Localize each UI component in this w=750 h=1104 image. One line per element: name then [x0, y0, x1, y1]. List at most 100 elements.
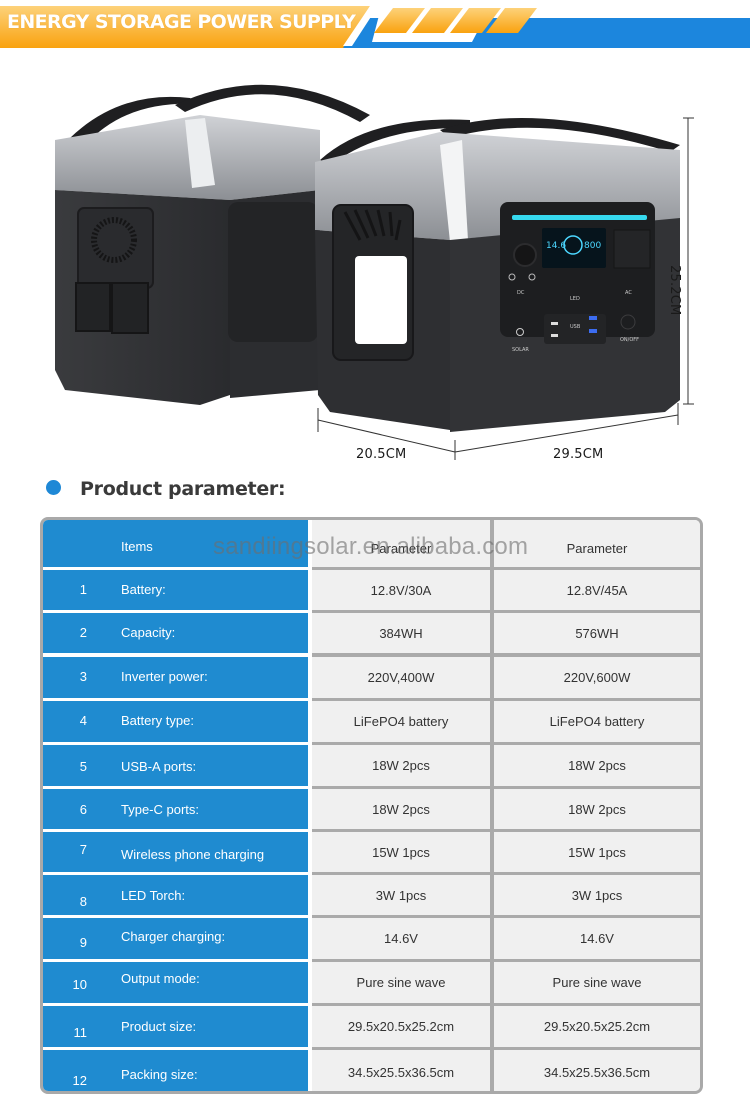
- item-label: Packing size:: [121, 1067, 198, 1082]
- dimension-height-label: 25.2CM: [667, 265, 682, 316]
- param2-value: 29.5x20.5x25.2cm: [543, 1019, 651, 1034]
- row-divider: [312, 698, 700, 701]
- header-param2-cell: Parameter: [494, 520, 700, 567]
- param1-value: 18W 2pcs: [372, 801, 430, 817]
- param1-value: 15W 1pcs: [372, 844, 430, 860]
- cell-gap: [308, 570, 312, 610]
- dimension-width-label: 20.5CM: [356, 447, 407, 462]
- cell-gap: [308, 657, 312, 698]
- param1-value: 220V,400W: [367, 670, 435, 685]
- param1-cell: 18W 2pcs: [312, 789, 490, 829]
- item-label: Charger charging:: [121, 929, 226, 944]
- row-divider: [312, 872, 700, 875]
- cell-gap: [308, 520, 312, 567]
- column-divider: [490, 613, 494, 653]
- param2-cell: Pure sine wave: [494, 962, 700, 1003]
- item-label: Battery:: [121, 582, 166, 597]
- row-divider: [43, 959, 308, 962]
- item-label: LED Torch:: [121, 888, 186, 903]
- column-divider: [490, 875, 494, 915]
- param1-value: 12.8V/30A: [370, 582, 432, 598]
- banner-graphic: [0, 4, 750, 48]
- param1-value: 29.5x20.5x25.2cm: [347, 1019, 455, 1034]
- cell-gap: [308, 1050, 312, 1091]
- row-divider: [312, 567, 700, 570]
- row-divider: [43, 1003, 308, 1006]
- cell-gap: [308, 1006, 312, 1047]
- row-divider: [43, 872, 308, 875]
- bullet-dot-icon: [45, 478, 67, 500]
- dimension-lines: [317, 117, 694, 460]
- cell-gap: [308, 789, 312, 829]
- product-illustration: 14.6 800 DC LED AC USB SOLAR ON/OFF: [55, 84, 694, 460]
- banner-title: ENERGY STORAGE POWER SUPPLY: [7, 11, 356, 33]
- param2-cell: 15W 1pcs: [494, 832, 700, 872]
- row-divider: [43, 610, 308, 613]
- param1-value: Pure sine wave: [356, 975, 446, 990]
- row-divider: [43, 786, 308, 789]
- row-divider: [43, 742, 308, 745]
- item-label: Output mode:: [121, 971, 200, 986]
- rear-unit: [55, 84, 370, 405]
- column-divider: [490, 570, 494, 610]
- param1-cell: 18W 2pcs: [312, 745, 490, 786]
- column-divider: [490, 701, 494, 742]
- svg-text:AC: AC: [625, 290, 632, 296]
- row-divider: [43, 698, 308, 701]
- param1-cell: 34.5x25.5x36.5cm: [312, 1050, 490, 1091]
- column-divider: [490, 745, 494, 786]
- column-divider: [490, 1006, 494, 1047]
- row-number: 5: [79, 759, 87, 774]
- param1-cell: LiFePO4 battery: [312, 701, 490, 742]
- row-divider: [312, 1003, 700, 1006]
- row-divider: [43, 1047, 308, 1050]
- item-label: Capacity:: [121, 625, 176, 640]
- param1-cell: 3W 1pcs: [312, 875, 490, 915]
- row-divider: [312, 653, 700, 657]
- row-number: 6: [79, 802, 87, 817]
- header-param1-label: Parameter: [370, 541, 432, 556]
- svg-text:SOLAR: SOLAR: [512, 347, 529, 353]
- param2-cell: 576WH: [494, 613, 700, 653]
- row-divider: [43, 567, 308, 570]
- column-divider: [490, 520, 494, 567]
- param1-cell: 384WH: [312, 613, 490, 653]
- item-label: Inverter power:: [121, 669, 208, 684]
- param2-value: 18W 2pcs: [568, 801, 626, 817]
- param1-value: 34.5x25.5x36.5cm: [347, 1064, 455, 1080]
- param2-value: LiFePO4 battery: [549, 714, 645, 729]
- param2-value: 18W 2pcs: [568, 758, 626, 773]
- section-heading: Product parameter:: [45, 476, 286, 502]
- row-divider: [312, 786, 700, 789]
- header-param2-label: Parameter: [566, 541, 628, 556]
- param1-value: 18W 2pcs: [372, 758, 430, 773]
- row-number: 11: [73, 1025, 88, 1040]
- svg-text:USB: USB: [570, 324, 581, 330]
- param1-cell: 15W 1pcs: [312, 832, 490, 872]
- svg-text:LED: LED: [570, 296, 580, 302]
- param1-value: 384WH: [379, 625, 423, 641]
- section-title: Product parameter:: [80, 478, 286, 500]
- header-items-label: Items: [121, 539, 153, 554]
- cell-gap: [308, 832, 312, 872]
- item-label: Product size:: [121, 1019, 197, 1034]
- param2-cell: 12.8V/45A: [494, 570, 700, 610]
- column-divider: [490, 962, 494, 1003]
- param1-cell: 12.8V/30A: [312, 570, 490, 610]
